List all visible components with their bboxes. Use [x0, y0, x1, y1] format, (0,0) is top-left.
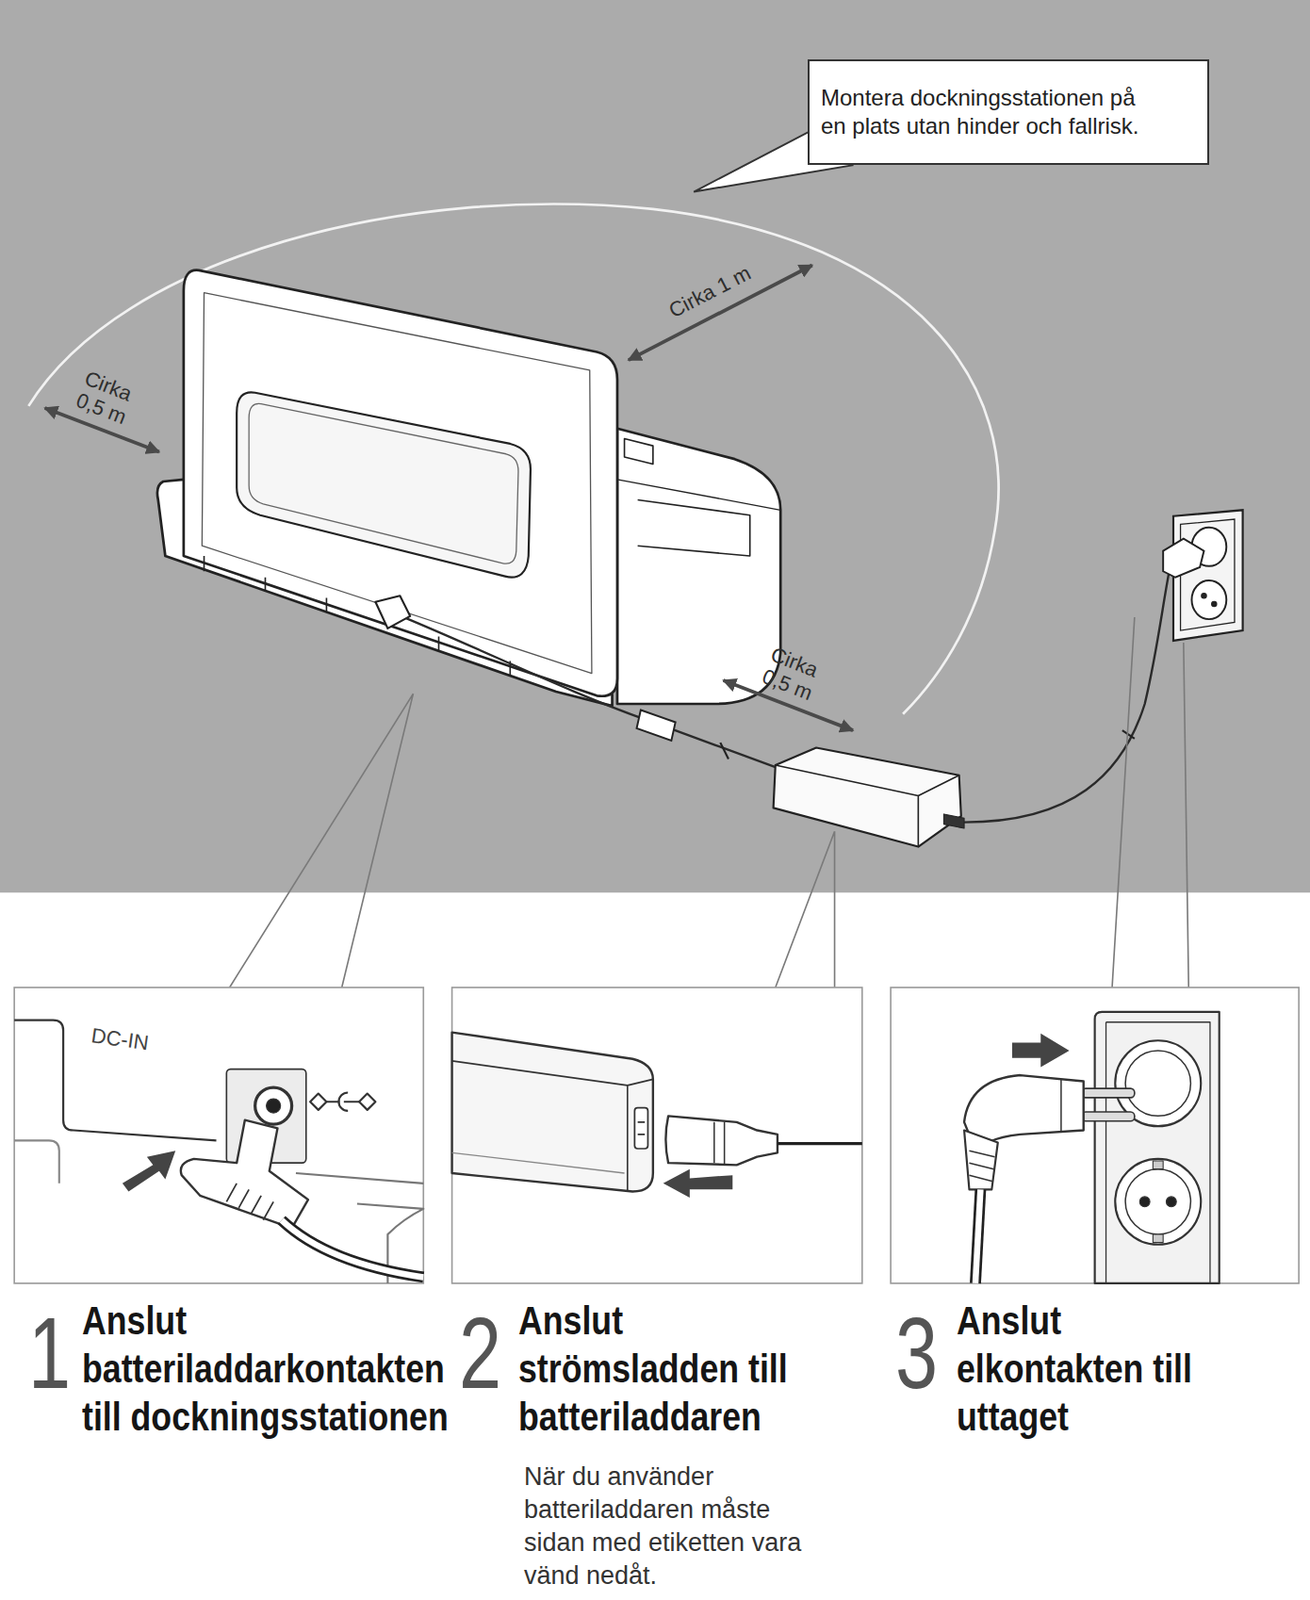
step-instruction: Anslut elkontakten till uttaget: [956, 1296, 1229, 1441]
dc-jack-detail: [14, 1020, 424, 1284]
note-text: När du använder batteriladdaren måste si…: [524, 1460, 826, 1593]
step-number: 3: [895, 1302, 938, 1405]
detail-panels: [14, 987, 1299, 1284]
wall-outlet: [1162, 509, 1243, 641]
port-label: DC-IN: [89, 1023, 150, 1056]
clearance-arc: [28, 204, 999, 715]
docking-station: [157, 270, 781, 706]
leader-lines: [229, 617, 1190, 988]
step-number: 2: [458, 1302, 502, 1405]
charger-detail: [452, 1032, 863, 1198]
socket-detail: [964, 1012, 1220, 1284]
step-number: 1: [28, 1302, 71, 1405]
callout-content: Montera dockningsstationen på en plats u…: [820, 83, 1156, 141]
step-instruction: Anslut batteriladdarkontakten till dockn…: [81, 1296, 459, 1441]
battery-charger: [773, 748, 965, 848]
callout-box: Montera dockningsstationen på en plats u…: [807, 59, 1210, 165]
step-instruction: Anslut strömsladden till batteriladdaren: [518, 1296, 823, 1441]
dimension-label: Cirka 0,5 m: [758, 642, 839, 712]
dimension-label: Cirka 1 m: [664, 260, 754, 322]
floor-ground: [0, 0, 1310, 893]
dimension-arrows: [45, 264, 853, 731]
callout-text: Montera dockningsstationen på en plats u…: [820, 83, 1156, 141]
dimension-label: Cirka 0,5 m: [72, 366, 153, 436]
